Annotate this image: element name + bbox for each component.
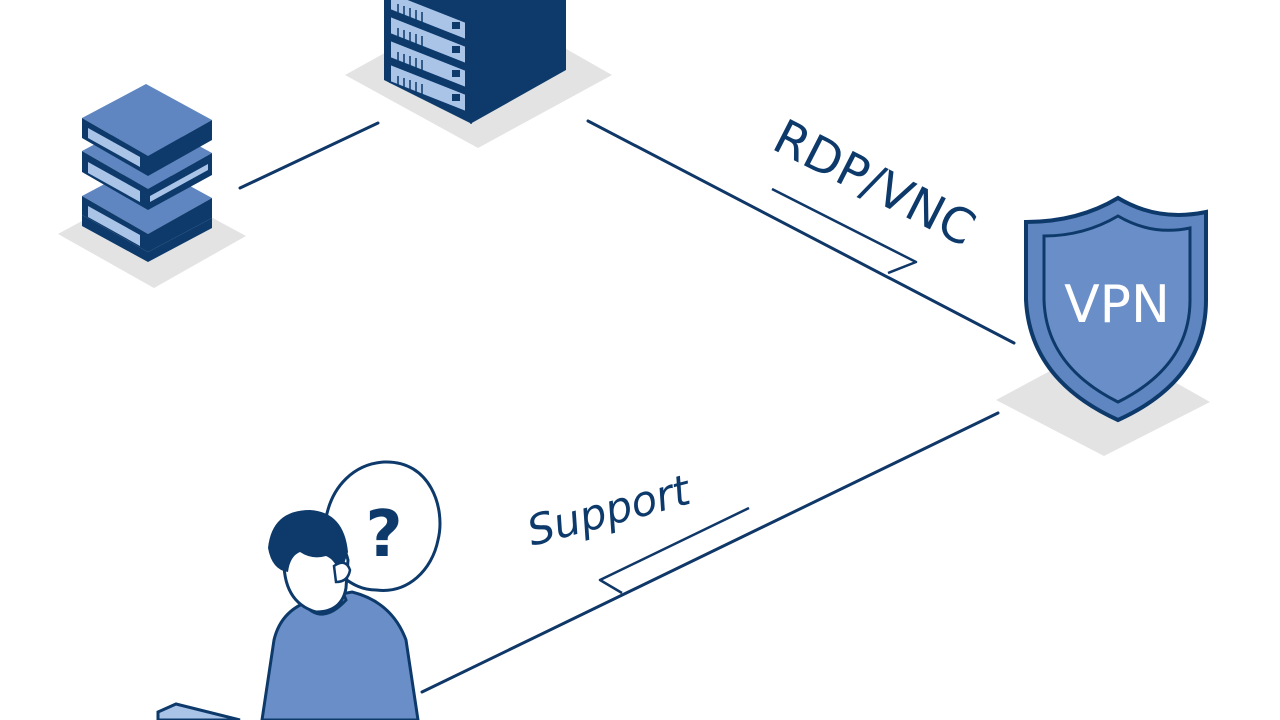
connection-lines [238, 119, 1016, 694]
server-unit-top [82, 84, 212, 176]
link-storage-to-rack [238, 121, 380, 190]
vpn-shield-icon: VPN [996, 195, 1210, 456]
person-ear [332, 561, 352, 584]
vpn-label: VPN [1064, 275, 1170, 335]
person-icon [260, 510, 420, 720]
link-vpn-to-user [420, 411, 1000, 694]
rack-server-icon [345, 0, 612, 148]
support-label: Support [522, 465, 697, 556]
rack-server-vents [397, 4, 423, 94]
person-hair [268, 510, 348, 576]
shield-inner [1042, 214, 1192, 404]
question-mark: ? [365, 498, 402, 572]
rack-server-side [470, 0, 566, 124]
rdp-label-tab [771, 187, 918, 275]
support-label-tab [598, 506, 750, 595]
person-body [260, 590, 420, 720]
speech-bubble [322, 460, 442, 592]
rdp-vnc-label: RDP/VNC [765, 109, 984, 258]
speech-bubble-icon: ? [322, 460, 442, 592]
laptop-screen-edge [156, 702, 241, 720]
label-tabs [598, 187, 918, 595]
link-rack-to-vpn [586, 119, 1016, 345]
rack-server-leds [452, 22, 460, 101]
rack-server-slots [389, 0, 467, 114]
stacked-servers-icon [58, 84, 246, 288]
laptop-icon [156, 702, 241, 720]
